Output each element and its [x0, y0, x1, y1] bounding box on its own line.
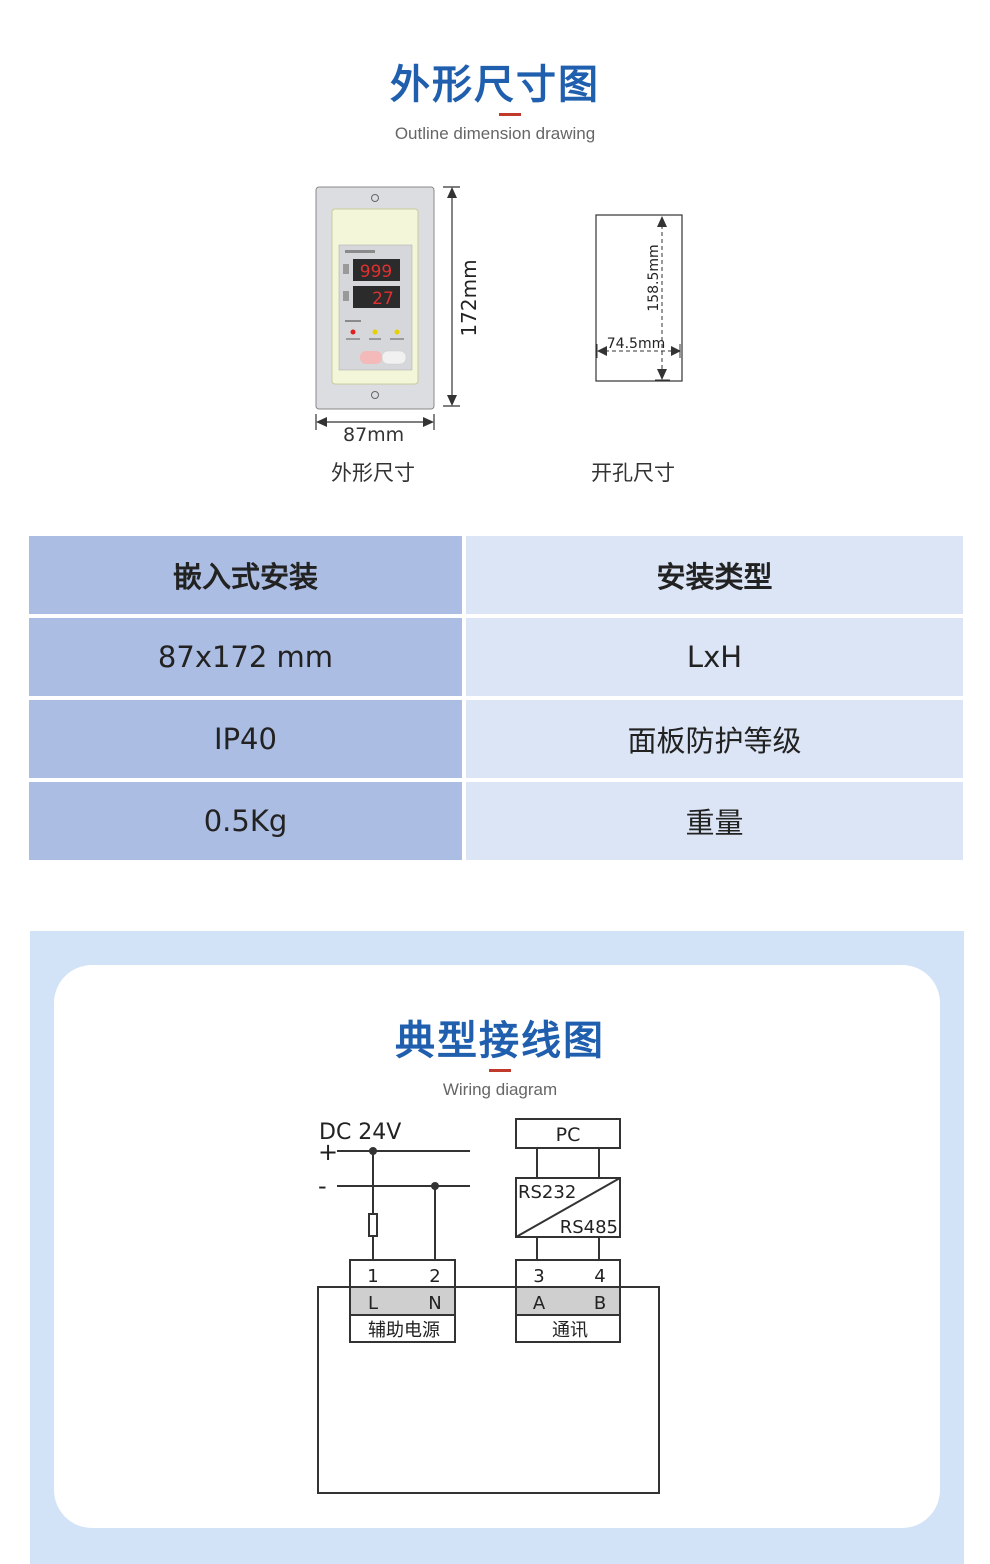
pc-label: PC: [556, 1124, 581, 1146]
spec-header-col1: 嵌入式安装: [29, 536, 466, 618]
indicator-yellow-2: [394, 329, 400, 335]
comm-block-name: 通讯: [552, 1320, 588, 1341]
led-display-top-value: 999: [360, 262, 392, 282]
spec-table: 嵌入式安装 安装类型 87x172 mm LxH IP40 面板防护等级 0.5…: [29, 536, 963, 864]
spec-value: 87x172 mm: [29, 618, 466, 700]
outline-caption: 外形尺寸: [331, 461, 415, 485]
table-row: 87x172 mm LxH: [29, 618, 963, 700]
wiring-subtitle: Wiring diagram: [442, 1080, 558, 1099]
terminal-signal-b: B: [594, 1293, 606, 1314]
cutout-drawing: 158.5mm 74.5mm: [595, 214, 683, 382]
junction-plus: [369, 1147, 377, 1155]
cutout-height-label: 158.5mm: [646, 244, 662, 311]
outline-subtitle: Outline dimension drawing: [394, 124, 596, 143]
device-body: [317, 1286, 660, 1494]
outline-title: 外形尺寸图: [390, 62, 600, 108]
spec-value: 0.5Kg: [29, 782, 466, 864]
wiring-title: 典型接线图: [395, 1018, 605, 1064]
led-display-bottom-value: 27: [372, 289, 394, 309]
converter-bottom-label: RS485: [560, 1217, 618, 1238]
device-button-left: [360, 351, 382, 364]
indicator-red: [350, 329, 356, 335]
cutout-outline: [595, 214, 683, 382]
terminal-signal-l: L: [368, 1293, 378, 1314]
spec-table-header: 嵌入式安装 安装类型: [29, 536, 963, 618]
led-display-bottom: [353, 286, 400, 308]
terminal-signal-a: A: [533, 1293, 546, 1314]
spec-value: IP40: [29, 700, 466, 782]
wiring-title-underline: [489, 1069, 511, 1072]
spec-label: 面板防护等级: [466, 700, 963, 782]
wiring-card: [54, 965, 940, 1528]
terminal-pin-2: 2: [429, 1266, 440, 1287]
terminal-pin-4: 4: [594, 1266, 605, 1287]
spec-label: LxH: [466, 618, 963, 700]
table-row: 0.5Kg 重量: [29, 782, 963, 864]
terminal-pin-3: 3: [533, 1266, 544, 1287]
minus-label: -: [318, 1172, 327, 1200]
terminal-signal-n: N: [428, 1293, 441, 1314]
junction-minus: [431, 1182, 439, 1190]
indicator-yellow-1: [372, 329, 378, 335]
fuse: [368, 1213, 378, 1237]
led-display-top: [353, 259, 400, 281]
pc-box: [515, 1118, 621, 1149]
cutout-width-label: 74.5mm: [607, 336, 665, 352]
converter-top-label: RS232: [518, 1182, 576, 1203]
outline-height-label: 172mm: [457, 259, 481, 336]
device-front-drawing: 999 27 172mm: [315, 186, 481, 430]
table-row: IP40 面板防护等级: [29, 700, 963, 782]
device-button-right: [381, 350, 407, 365]
spec-label: 重量: [466, 782, 963, 864]
outline-width-label: 87mm: [343, 424, 405, 446]
mount-hole-bottom: [371, 391, 379, 399]
power-block-name: 辅助电源: [368, 1320, 440, 1341]
outline-title-underline: [499, 113, 521, 116]
power-label: DC 24V: [319, 1120, 401, 1145]
plus-label: +: [318, 1138, 338, 1166]
spec-header-col2: 安装类型: [466, 536, 963, 618]
mount-hole-top: [371, 194, 379, 202]
cutout-caption: 开孔尺寸: [591, 461, 675, 485]
wiring-diagram: DC 24V + - PC RS232 RS485 1 2 L N 辅助电源 3…: [317, 1118, 660, 1494]
terminal-pin-1: 1: [367, 1266, 378, 1287]
